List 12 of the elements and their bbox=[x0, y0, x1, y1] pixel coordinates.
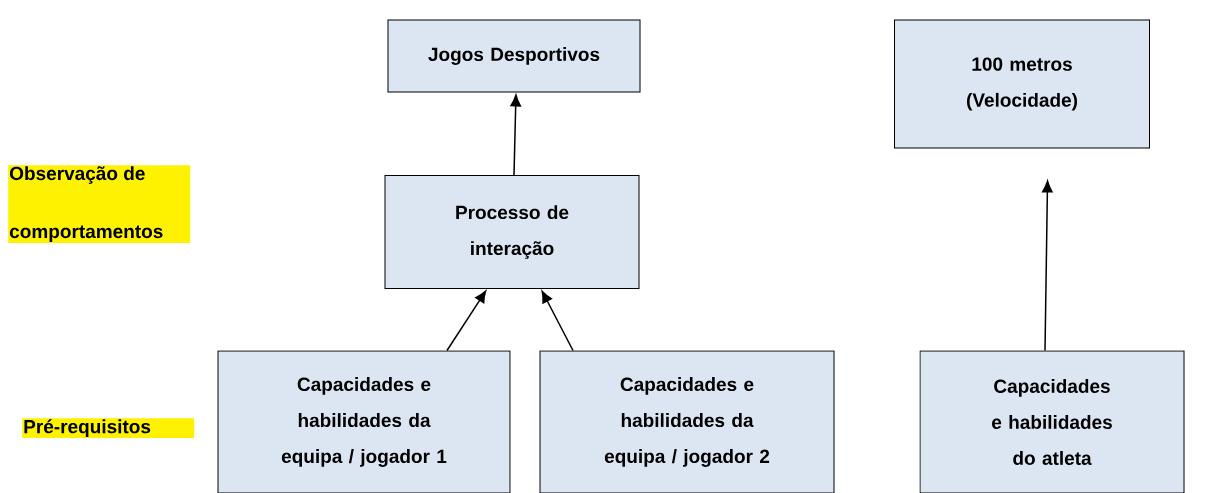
process-box: Capacidades e habilidades do atleta bbox=[919, 350, 1185, 493]
process-box: Jogos Desportivos bbox=[387, 19, 641, 93]
arrow bbox=[510, 94, 522, 176]
process-box: 100 metros (Velocidade) bbox=[894, 19, 1150, 149]
process-box: Processo de interação bbox=[384, 175, 640, 289]
highlighted-label: Observação de comportamentos bbox=[8, 165, 191, 243]
process-box: Capacidades e habilidades da equipa / jogador 2 bbox=[539, 350, 835, 493]
arrow bbox=[446, 290, 487, 352]
process-box: Capacidades e habilidades da equipa / jogador 1 bbox=[217, 350, 511, 493]
highlighted-label: Pré-requisitos bbox=[22, 418, 195, 439]
arrow bbox=[1042, 180, 1053, 352]
arrow bbox=[541, 290, 574, 352]
